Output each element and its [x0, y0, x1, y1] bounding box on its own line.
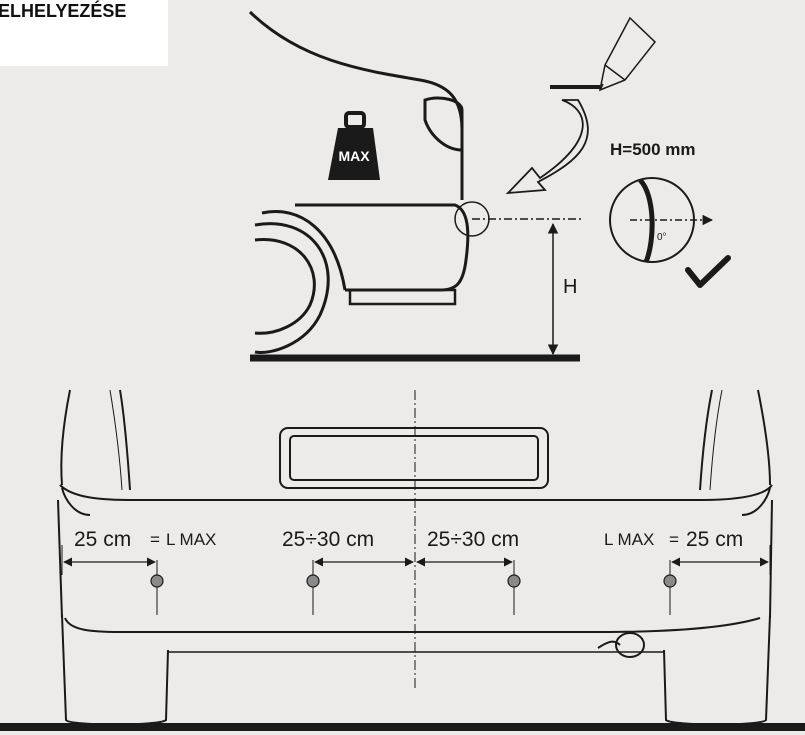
title-box: ELHELYEZÉSE	[0, 0, 168, 66]
angle-detail: 0°	[609, 177, 714, 263]
right-outer-eq: =	[669, 530, 679, 549]
sensor-right-outer	[663, 574, 677, 588]
pencil-icon	[598, 16, 657, 92]
height-label: H	[563, 276, 577, 298]
checkmark-icon	[685, 255, 731, 288]
sensor-icon	[150, 574, 677, 588]
weight-icon: MAX	[328, 111, 380, 180]
right-outer-value: 25 cm	[686, 528, 743, 551]
sensor-right-inner	[507, 574, 521, 588]
right-outer-label: L MAX	[604, 530, 654, 549]
left-outer-eq: =	[150, 530, 160, 549]
page-title: ELHELYEZÉSE	[0, 1, 127, 21]
left-outer-label: L MAX	[166, 530, 216, 549]
curved-arrow-icon	[505, 99, 589, 195]
sensor-left-outer	[150, 574, 164, 588]
sensor-left-inner	[306, 574, 320, 588]
left-inner-label: 25÷30 cm	[282, 528, 374, 551]
left-outer-value: 25 cm	[74, 528, 131, 551]
car-side-view	[248, 10, 470, 355]
angle-label: 0°	[657, 232, 667, 243]
right-inner-label: 25÷30 cm	[427, 528, 519, 551]
weight-label: MAX	[338, 148, 370, 164]
height-spec: H=500 mm	[610, 140, 696, 159]
